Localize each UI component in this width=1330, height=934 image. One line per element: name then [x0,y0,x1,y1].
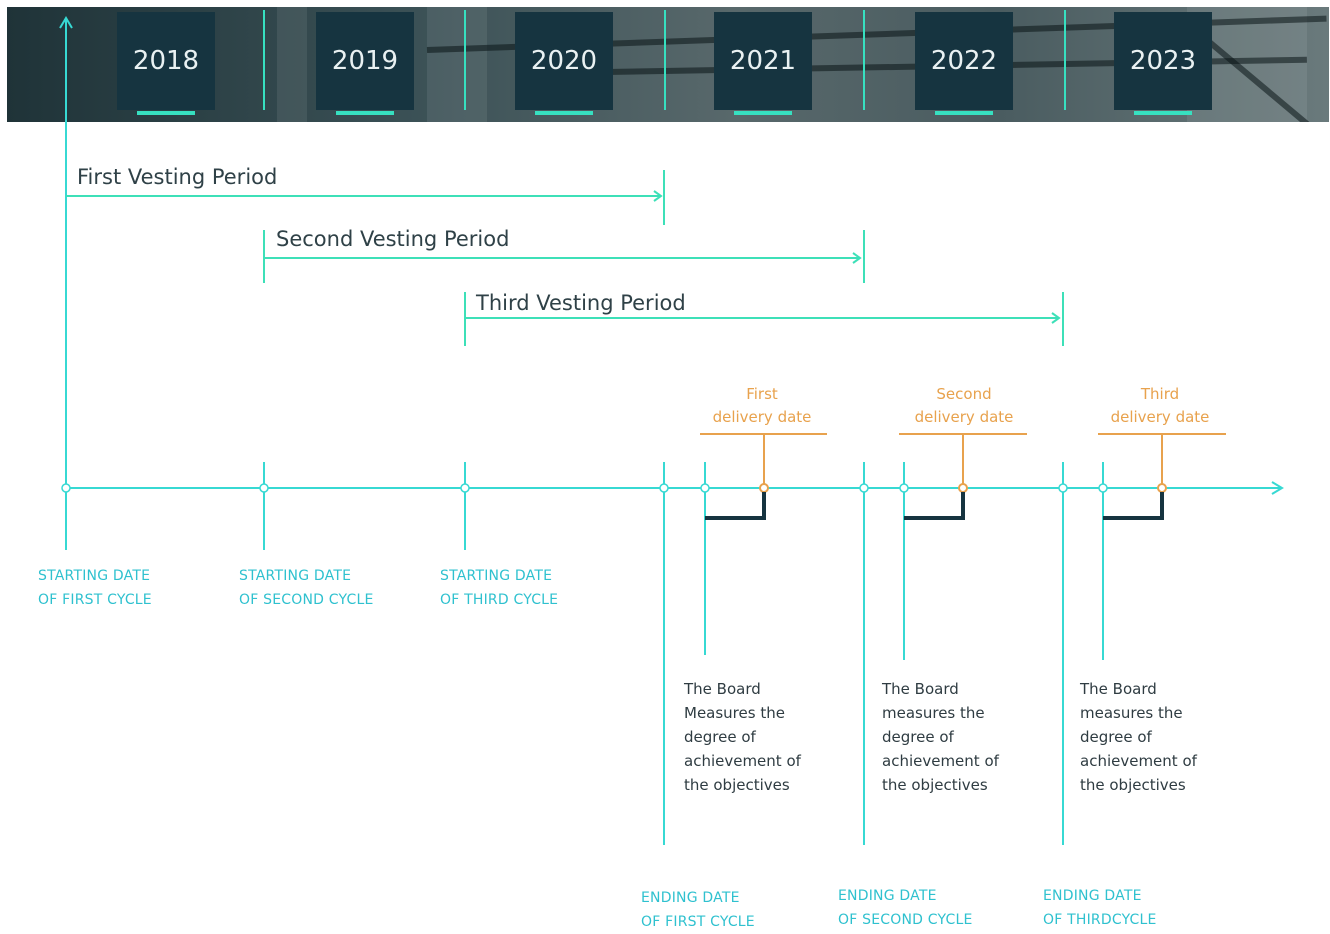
year-divider [464,10,466,110]
vesting-label-second: Second Vesting Period [276,227,510,251]
board-line: achievement of [882,752,999,770]
year-label: 2022 [930,46,998,76]
end-label-second: ENDING DATE OF SECOND CYCLE [838,884,973,932]
delivery-subtitle: delivery date [712,408,812,426]
vesting-label-first: First Vesting Period [77,165,278,189]
start-line: OF SECOND CYCLE [239,592,374,608]
start-label-second: STARTING DATE OF SECOND CYCLE [239,564,374,612]
year-label: 2023 [1129,46,1197,76]
year-underline [734,111,792,115]
year-box-2018: 2018 [117,12,215,110]
board-line: measures the [882,704,985,722]
end-label-first: ENDING DATE OF FIRST CYCLE [641,886,755,934]
year-underline [137,111,195,115]
delivery-title: Third [1140,385,1180,403]
board-note-first: The Board Measures the degree of achieve… [684,677,814,797]
year-divider [1064,10,1066,110]
year-divider [263,10,265,110]
timeline-node [1058,483,1068,493]
timeline-node [460,483,470,493]
year-label: 2019 [331,46,399,76]
main-timeline-arrowhead [1271,481,1284,495]
start-line: STARTING DATE [440,568,553,584]
delivery-label-third: Third delivery date [1098,383,1222,429]
vesting-arrowhead-second [852,252,862,264]
timeline-node [259,483,269,493]
timeline-node [899,483,909,493]
year-banner [7,7,1329,122]
board-line: The Board [1080,680,1157,698]
end-line: ENDING DATE [641,890,740,906]
year-divider [664,10,666,110]
board-note-second: The Board measures the degree of achieve… [882,677,1012,797]
board-line: The Board [684,680,761,698]
timeline-node [659,483,669,493]
year-label: 2021 [729,46,797,76]
timeline-node [61,483,71,493]
delivery-node [958,483,968,493]
year-underline [535,111,593,115]
board-line: degree of [1080,728,1152,746]
year-underline [935,111,993,115]
vesting-arrowhead-first [653,190,663,202]
year-box-2020: 2020 [515,12,613,110]
board-line: The Board [882,680,959,698]
board-line: the objectives [684,776,790,794]
timeline-node [859,483,869,493]
delivery-subtitle: delivery date [914,408,1014,426]
delivery-label-first: First delivery date [700,383,824,429]
start-label-third: STARTING DATE OF THIRD CYCLE [440,564,558,612]
start-line: OF FIRST CYCLE [38,592,152,608]
end-line: ENDING DATE [1043,888,1142,904]
delivery-label-second: Second delivery date [902,383,1026,429]
end-line: OF THIRDCYCLE [1043,912,1157,928]
delay-bracket-third [1103,492,1164,520]
start-line: STARTING DATE [38,568,151,584]
end-line: OF SECOND CYCLE [838,912,973,928]
year-box-2022: 2022 [915,12,1013,110]
year-label: 2020 [530,46,598,76]
delivery-node [759,483,769,493]
board-line: achievement of [1080,752,1197,770]
board-line: the objectives [1080,776,1186,794]
board-line: measures the [1080,704,1183,722]
year-box-2023: 2023 [1114,12,1212,110]
delivery-title: Second [936,385,992,403]
end-line: ENDING DATE [838,888,937,904]
delivery-node [1157,483,1167,493]
board-line: the objectives [882,776,988,794]
year-divider [863,10,865,110]
year-box-2019: 2019 [316,12,414,110]
timeline-node [700,483,710,493]
delivery-title: First [746,385,778,403]
year-underline [336,111,394,115]
year-box-2021: 2021 [714,12,812,110]
year-underline [1134,111,1192,115]
timeline-node [1098,483,1108,493]
start-line: OF THIRD CYCLE [440,592,559,608]
start-axis-arrowhead [59,16,73,29]
board-note-third: The Board measures the degree of achieve… [1080,677,1210,797]
delay-bracket-second [904,492,965,520]
delay-bracket-first [705,492,766,520]
board-line: achievement of [684,752,801,770]
vesting-label-third: Third Vesting Period [476,291,686,315]
vesting-arrowhead-third [1051,312,1061,324]
end-label-third: ENDING DATE OF THIRDCYCLE [1043,884,1157,932]
board-line: degree of [684,728,756,746]
start-label-first: STARTING DATE OF FIRST CYCLE [38,564,152,612]
end-line: OF FIRST CYCLE [641,914,755,930]
board-line: Measures the [684,704,785,722]
board-line: degree of [882,728,954,746]
start-line: STARTING DATE [239,568,352,584]
year-label: 2018 [132,46,200,76]
delivery-subtitle: delivery date [1110,408,1210,426]
